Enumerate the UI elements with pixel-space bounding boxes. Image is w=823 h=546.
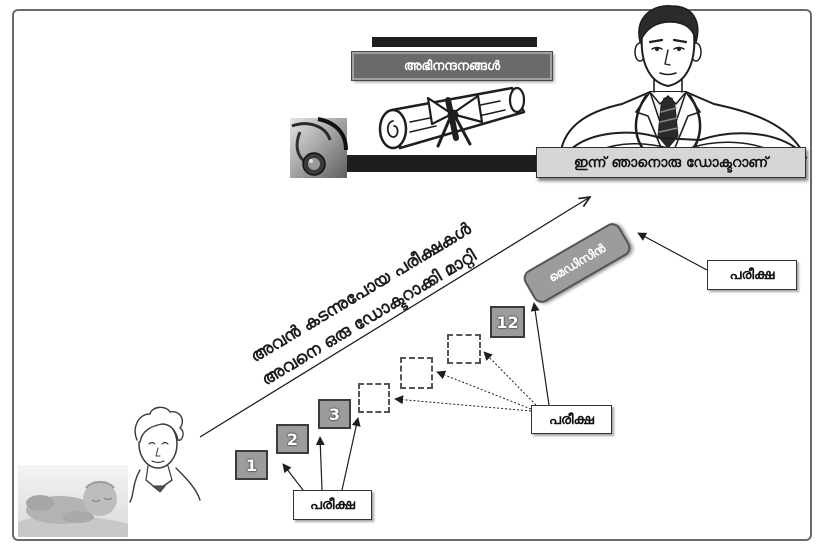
exam-arrow-to-medicine-right bbox=[637, 232, 708, 271]
exam-arrow-2 bbox=[315, 436, 325, 491]
exam-label-middle: പരീക്ഷ bbox=[531, 405, 612, 434]
exam-label-right: പരീക്ഷ bbox=[707, 260, 797, 290]
congrats-banner: അഭിനന്ദനങ്ങൾ bbox=[351, 51, 553, 81]
doctor-illustration bbox=[559, 5, 807, 159]
exam-step-placeholder bbox=[358, 383, 390, 413]
exam-arrow-3 bbox=[341, 417, 361, 491]
exam-dotted-arrow-1 bbox=[394, 395, 532, 412]
exam-step-2: 2 bbox=[276, 424, 309, 454]
exam-label-bottom: പരീക്ഷ bbox=[293, 490, 372, 520]
diagram-frame bbox=[12, 9, 812, 541]
exam-step-placeholder bbox=[400, 357, 433, 389]
lower-black-bar bbox=[347, 155, 542, 172]
exam-step-placeholder bbox=[447, 334, 481, 364]
journey-arrow bbox=[199, 197, 590, 438]
exam-step-3: 3 bbox=[318, 399, 351, 429]
doctor-caption: ഇന്ന് ഞാനൊരു ഡോക്ടറാണ് bbox=[536, 147, 806, 178]
stethoscope-photo bbox=[290, 117, 348, 178]
baby-photo bbox=[18, 465, 128, 537]
exam-step-1: 1 bbox=[235, 450, 268, 480]
exam-dotted-arrow-3 bbox=[483, 351, 537, 406]
exam-dotted-arrow-2 bbox=[436, 370, 532, 410]
diploma-scroll-illustration bbox=[378, 86, 526, 150]
exam-arrow-1 bbox=[282, 463, 304, 491]
exam-arrow-to-medicine bbox=[530, 302, 550, 406]
exam-step-12: 12 bbox=[490, 306, 525, 338]
child-sketch bbox=[129, 406, 201, 503]
top-black-bar bbox=[372, 37, 537, 47]
